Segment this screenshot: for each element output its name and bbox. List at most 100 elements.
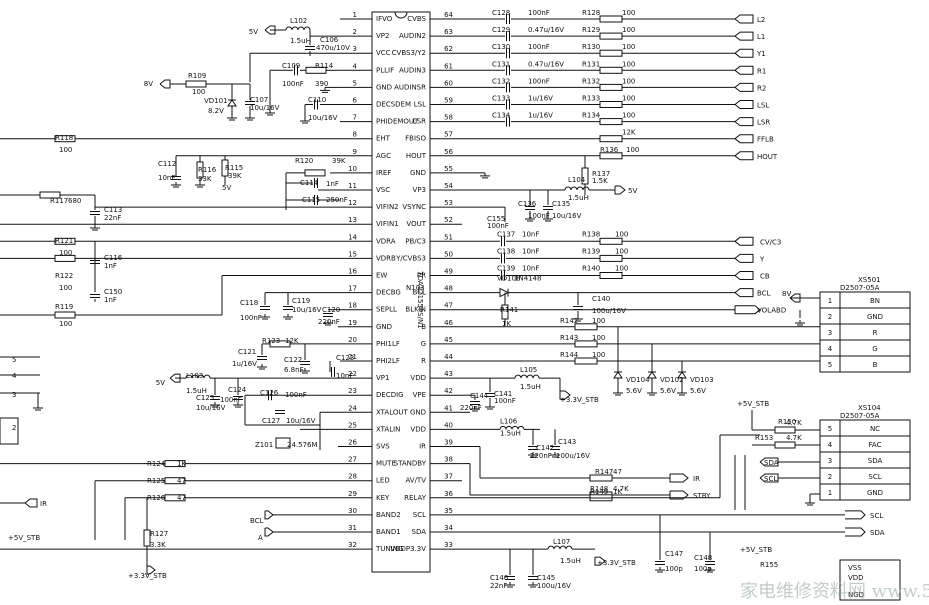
pin-number: 48 xyxy=(444,285,453,293)
bus-tag xyxy=(845,527,866,537)
connector-pin-signal: BN xyxy=(870,297,880,305)
connector-pin-number: 2 xyxy=(828,313,832,321)
connector-pin-number: 3 xyxy=(828,457,832,465)
signal-tag xyxy=(734,31,754,41)
resistor xyxy=(574,357,598,365)
pin-name: VIFIN1 xyxy=(376,220,399,228)
pin-name: PR xyxy=(417,272,426,280)
label: 1.5uH xyxy=(186,387,207,395)
signal-tag xyxy=(734,288,754,298)
signal-label: L2 xyxy=(757,16,765,24)
label: 100 xyxy=(615,230,628,238)
label: 100 xyxy=(592,334,605,342)
capacitor-value: 100nF xyxy=(528,43,550,51)
pin-number: 9 xyxy=(353,148,357,156)
pin-number: 14 xyxy=(348,233,357,241)
signal-tag xyxy=(669,473,689,483)
ic-part-number: TDA12155PS/N1 xyxy=(416,270,424,328)
pin-name: VPE xyxy=(413,391,426,399)
label: C143 xyxy=(558,438,576,446)
label: 1.5K xyxy=(592,177,608,185)
connector-part: D2507-05A xyxy=(840,412,880,420)
label: C150 xyxy=(104,288,122,296)
pin-name: PHI1LF xyxy=(376,340,400,348)
pin-name: VDDP3.3V xyxy=(390,545,426,553)
pin-name: GND xyxy=(376,323,392,331)
capacitor-ref: C133 xyxy=(492,95,510,103)
label: 100p xyxy=(665,565,683,573)
pin-name: EHT xyxy=(376,135,391,143)
label: 220nF xyxy=(460,404,482,412)
pin-number: 24 xyxy=(348,404,357,412)
pin-number: 44 xyxy=(444,353,453,361)
label: C107 xyxy=(250,96,268,104)
pin-number: 42 xyxy=(444,387,453,395)
resistor xyxy=(54,237,76,245)
signal-tag xyxy=(734,82,754,92)
label: 100 xyxy=(592,317,605,325)
label: 2 xyxy=(12,424,16,432)
label: C119 xyxy=(292,297,310,305)
connector-pin-number: 3 xyxy=(828,329,832,337)
watermark: 家电维修资料网 www.520101.com xyxy=(740,581,929,602)
label: 100nF xyxy=(494,397,516,405)
connector-pin-number: 1 xyxy=(828,297,832,305)
pin-number: 52 xyxy=(444,216,453,224)
label: 12K xyxy=(285,337,299,345)
resistor xyxy=(589,474,613,482)
label: R117 xyxy=(50,197,68,205)
pin-name: AUDIN3 xyxy=(399,66,426,74)
pin-name: PHIDEMOUT xyxy=(376,118,419,126)
resistor xyxy=(599,254,623,262)
label: IR xyxy=(40,500,47,508)
signal-label: LSR xyxy=(757,119,770,127)
pin-name: BCL xyxy=(413,289,427,297)
label: 100 xyxy=(192,88,205,96)
pin-number: 55 xyxy=(444,165,453,173)
label: R139 xyxy=(582,247,600,255)
capacitor-value: 1u/16V xyxy=(528,95,553,103)
resistor xyxy=(574,340,598,348)
label: STBY xyxy=(693,492,711,500)
resistor xyxy=(774,441,796,449)
signal-tag xyxy=(146,565,156,575)
pin-number: 64 xyxy=(444,11,453,19)
connector-pin-number: 2 xyxy=(828,473,832,481)
ic-notch xyxy=(394,11,408,19)
pin-name: VP1 xyxy=(376,374,389,382)
pin-name: AV/TV xyxy=(405,477,426,485)
label: C145 xyxy=(537,574,555,582)
connector-xs104 xyxy=(819,419,911,501)
resistor xyxy=(54,311,76,319)
label: 4.7K xyxy=(786,419,802,427)
label: 100nF xyxy=(220,396,242,404)
connector-pin-signal: B xyxy=(873,361,878,369)
pin-number: 28 xyxy=(348,473,357,481)
connector-pin-number: 5 xyxy=(828,361,832,369)
label: C122 xyxy=(284,356,302,364)
label: VD104 xyxy=(626,376,650,384)
pin-number: 56 xyxy=(444,148,453,156)
pin-number: 47 xyxy=(444,302,453,310)
label: 8V xyxy=(782,290,791,298)
resistor-ref: R128 xyxy=(582,9,600,17)
resistor xyxy=(599,135,623,143)
label: 8V xyxy=(144,80,153,88)
label: R143 xyxy=(560,334,578,342)
pin-name: AGC xyxy=(376,152,391,160)
resistor-value: 100 xyxy=(622,112,635,120)
signal-tag xyxy=(559,390,571,400)
label: C139 xyxy=(497,265,515,273)
resistor xyxy=(221,159,229,177)
label: 100 xyxy=(592,351,605,359)
pin-number: 23 xyxy=(348,387,357,395)
signal-tag xyxy=(759,473,779,483)
pin-name: CVBS xyxy=(407,15,426,23)
ic-lower-right xyxy=(839,559,901,601)
label: R140 xyxy=(582,265,600,273)
label: C140 xyxy=(592,295,610,303)
pin-name: MUTE xyxy=(376,460,396,468)
signal-tag xyxy=(669,490,689,500)
pin-number: 60 xyxy=(444,79,453,87)
label: C124 xyxy=(228,386,247,394)
